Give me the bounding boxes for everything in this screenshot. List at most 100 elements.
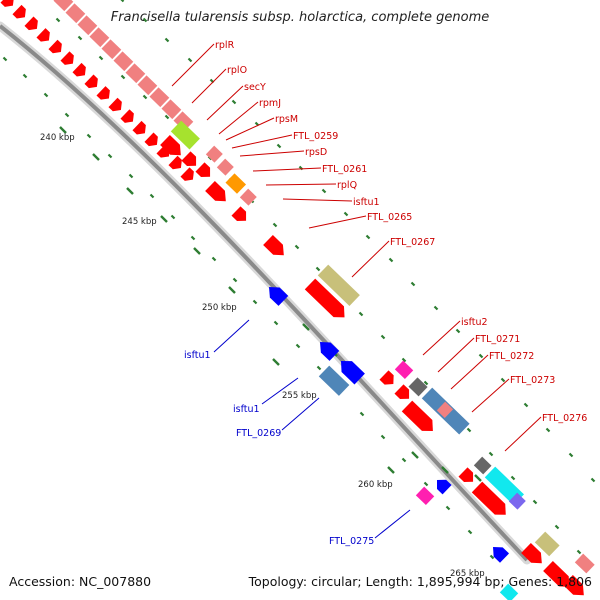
tick-mark [142,94,148,100]
forward-cds-arrow [72,62,86,77]
FTL_0276-arrow-shape [471,481,506,515]
feature-band-segment-shape [216,158,234,176]
tick-mark [401,357,407,363]
tick-mark [294,244,300,250]
major-tick-mark [59,126,67,134]
forward-cds-arrow-shape [48,39,62,54]
tick-mark [2,56,8,62]
magenta-feature-shape [415,486,435,506]
tick-mark [554,524,560,530]
forward-cds-arrow [543,560,570,587]
forward-cds-arrow-shape [84,74,98,89]
major-tick-mark [411,451,419,459]
feature-band-segment-shape [65,3,86,24]
tick-mark [190,235,196,241]
tick-mark [401,457,407,463]
feature-band-segment-shape [101,39,122,60]
tick-mark [423,481,429,487]
kbp-tick-label: 245 kbp [122,217,157,227]
reverse-cds-arrow [437,479,452,495]
feature-band-segment [113,51,134,72]
gene-label: rpsM [275,114,298,125]
forward-cds-arrow-shape [231,206,247,222]
rplR-feature-shape [170,120,200,150]
major-tick-mark [387,466,395,474]
FTL_0265-arrow [263,234,284,256]
gene-label-leader [239,150,305,157]
gene-label-leader [213,319,250,353]
gene-label-leader [422,320,461,356]
FTL_0275-reverse-arrow-shape [493,547,510,563]
tick-mark [576,549,582,555]
gene-label: isftu2 [461,317,488,328]
purple-feature-shape [508,492,526,510]
tick-mark [187,57,193,63]
FTL_0272-arrow-shape [401,400,433,432]
FTL_0267-arrow [304,278,345,318]
forward-cds-arrow-shape [543,560,570,587]
kbp-tick-label: 240 kbp [40,133,75,143]
gene-label: isftu1 [353,197,380,208]
feature-band-segment-shape [125,63,146,84]
isftu1-reverse-arrow [341,361,365,385]
feature-band-segment [53,0,74,12]
feature-band-segment-shape [77,15,98,36]
FTL_0271-feature [408,377,428,397]
dark-feature [473,456,492,475]
tick-mark [388,257,394,263]
forward-cds-arrow-shape [180,167,194,181]
magenta-feature [415,486,435,506]
gene-label-leader [171,43,215,87]
major-tick-mark [126,187,134,195]
tick-mark [467,529,473,535]
tick-mark [64,112,70,118]
tick-mark [107,153,113,159]
isftu1-reverse-arrow-shape [269,287,289,306]
tick-mark [164,114,170,120]
feature-band-segment [436,401,454,418]
feature-band-segment-shape [173,111,194,132]
tick-mark [77,35,83,41]
tick-mark [532,499,538,505]
forward-cds-arrow [195,162,211,178]
feature-band-segment-shape [161,99,182,120]
tick-mark [488,451,494,457]
tick-mark [359,411,365,417]
gene-label-leader [282,198,353,202]
gene-label: FTL_0265 [367,212,412,223]
gene-label: FTL_0275 [329,536,374,547]
forward-cds-arrow-shape [195,162,211,178]
gene-label-leader [437,337,475,373]
forward-cds-arrow [160,134,181,156]
feature-band-segment-shape [574,553,595,574]
forward-cds-arrow [96,86,110,100]
cyan-feature-shape [499,583,519,600]
reverse-cds-arrow-shape [437,479,452,495]
forward-cds-arrow [48,39,62,54]
FTL_0276-feature [484,466,524,506]
gene-label: FTL_0272 [489,351,534,362]
gene-label: isftu1 [233,404,260,415]
feature-band-segment [101,39,122,60]
tick-mark [120,0,125,3]
feature-band-segment [137,75,158,96]
gene-label-leader [225,117,275,141]
FTL_0275-reverse-arrow [493,547,510,563]
forward-cds-arrow-shape [458,467,474,483]
purple-feature [508,492,526,510]
gene-label-leader [265,183,337,186]
major-tick-mark [272,358,280,366]
dark-feature-shape [473,456,492,475]
tick-mark [321,188,327,194]
FTL_0269-feature-shape [318,365,350,396]
gene-label: FTL_0259 [293,131,338,142]
FTL_0267-arrow-shape [304,278,345,318]
tick-mark [445,505,451,511]
forward-cds-arrow [205,180,226,202]
gene-label-leader [261,377,299,405]
feature-band-segment-shape [436,401,454,418]
tick-mark [142,17,148,23]
kbp-tick-label: 265 kbp [450,569,485,579]
forward-cds-arrow-shape [36,28,50,42]
